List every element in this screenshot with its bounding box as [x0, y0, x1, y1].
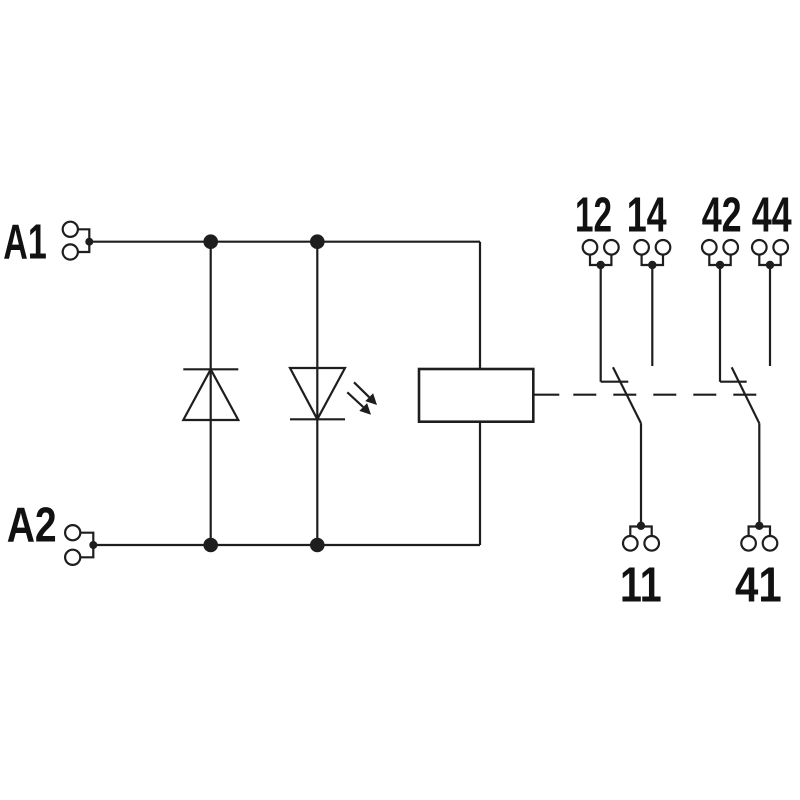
junction-dot [310, 537, 325, 553]
changeover-contact-2: 42 44 41 [700, 189, 792, 613]
clamp-circle-icon [61, 243, 80, 261]
terminal-a1-label: A1 [3, 215, 47, 269]
terminal-44-label: 44 [752, 189, 792, 243]
terminal-a2-label: A2 [7, 499, 57, 553]
clamp-circle-icon [633, 238, 650, 256]
terminal-12-label: 12 [575, 189, 612, 243]
changeover-contact-1: 12 14 11 [575, 189, 672, 613]
diode-icon [181, 366, 241, 422]
emission-arrow-head [359, 403, 371, 415]
contact-lever-icon [612, 366, 642, 424]
clamp-circle-icon [603, 238, 620, 256]
clamp-circle-icon [61, 220, 80, 238]
relay-coil [417, 241, 535, 545]
emission-arrow-head [365, 393, 377, 405]
terminal-11-label: 11 [620, 559, 662, 613]
clamp-circle-icon [63, 548, 82, 567]
clamp-bracket [747, 525, 772, 536]
clamp-circle-icon [750, 238, 768, 256]
clamp-circle-icon [772, 238, 790, 256]
terminal-a1: A1 [3, 215, 94, 269]
led-icon [288, 366, 347, 422]
junction-dot [310, 234, 325, 249]
led-indicator-branch [288, 234, 377, 553]
led-emission-arrows-icon [346, 381, 377, 415]
clamp-circle-icon [63, 524, 82, 542]
clamp-circle-icon [643, 534, 661, 552]
clamp-bracket [629, 525, 653, 536]
emission-arrow-shaft [346, 391, 364, 408]
contact-lever-icon [730, 366, 761, 424]
clamp-circle-icon [654, 238, 672, 256]
nc-contact-42-wire [718, 265, 747, 383]
clamp-circle-icon [761, 534, 779, 552]
clamp-circle-icon [722, 238, 740, 256]
clamp-circle-icon [740, 534, 757, 552]
emission-arrow-shaft [353, 381, 370, 398]
relay-coil-box-icon [417, 367, 535, 424]
nc-contact-12-wire [599, 265, 629, 383]
terminal-14-label: 14 [627, 189, 667, 243]
terminal-42-label: 42 [702, 189, 742, 243]
clamp-circle-icon [621, 534, 639, 552]
clamp-circle-icon [581, 238, 599, 256]
terminal-a2: A2 [7, 499, 98, 567]
terminal-41-label: 41 [735, 559, 782, 613]
junction-dot [203, 537, 218, 553]
clamp-circle-icon [700, 238, 718, 256]
junction-dot [203, 234, 218, 249]
freewheeling-diode-branch [181, 234, 241, 553]
